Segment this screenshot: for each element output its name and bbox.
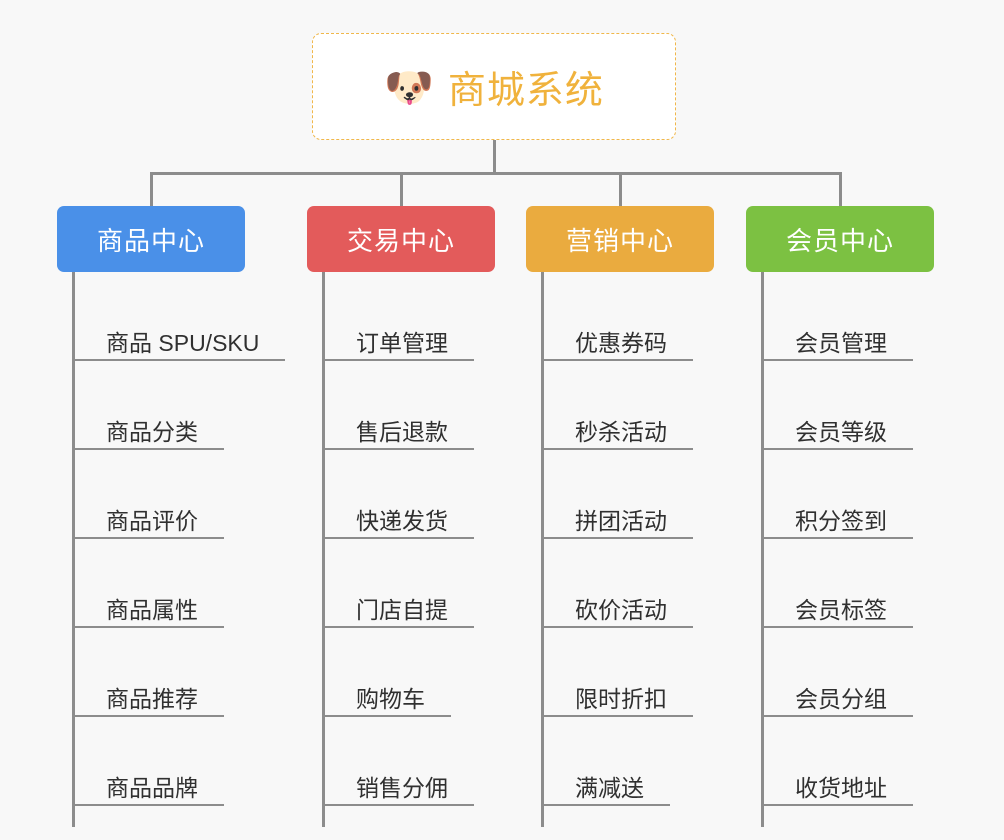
leaf-item-label: 门店自提 bbox=[356, 596, 448, 623]
category-box-member-center[interactable]: 会员中心 bbox=[746, 206, 934, 272]
leaf-item[interactable]: 优惠券码 bbox=[544, 272, 693, 361]
branch-column-trade-center: 交易中心订单管理售后退款快递发货门店自提购物车销售分佣 bbox=[307, 206, 495, 827]
root-stem-line bbox=[493, 140, 496, 175]
leaf-item-label: 秒杀活动 bbox=[575, 418, 667, 445]
leaf-item[interactable]: 购物车 bbox=[325, 628, 451, 717]
leaf-item[interactable]: 售后退款 bbox=[325, 361, 474, 450]
leaf-item[interactable]: 商品属性 bbox=[75, 539, 224, 628]
leaf-item[interactable]: 商品分类 bbox=[75, 361, 224, 450]
leaf-list-member-center: 会员管理会员等级积分签到会员标签会员分组收货地址 bbox=[761, 272, 934, 827]
branch-column-marketing-center: 营销中心优惠券码秒杀活动拼团活动砍价活动限时折扣满减送 bbox=[526, 206, 714, 827]
leaf-item[interactable]: 砍价活动 bbox=[544, 539, 693, 628]
branch-drop-line-member-center bbox=[839, 172, 842, 206]
leaf-item-label: 满减送 bbox=[575, 774, 644, 801]
category-box-product-center[interactable]: 商品中心 bbox=[57, 206, 245, 272]
leaf-item-label: 会员标签 bbox=[795, 596, 887, 623]
leaf-item-label: 收货地址 bbox=[795, 774, 887, 801]
leaf-item-label: 限时折扣 bbox=[575, 685, 667, 712]
leaf-item[interactable]: 门店自提 bbox=[325, 539, 474, 628]
leaf-item-label: 商品评价 bbox=[106, 507, 198, 534]
leaf-item-label: 售后退款 bbox=[356, 418, 448, 445]
leaf-item-label: 商品分类 bbox=[106, 418, 198, 445]
category-label: 会员中心 bbox=[785, 225, 894, 256]
branch-drop-line-trade-center bbox=[400, 172, 403, 206]
leaf-list-trade-center: 订单管理售后退款快递发货门店自提购物车销售分佣 bbox=[322, 272, 495, 827]
leaf-item-label: 拼团活动 bbox=[575, 507, 667, 534]
leaf-item[interactable]: 快递发货 bbox=[325, 450, 474, 539]
category-box-trade-center[interactable]: 交易中心 bbox=[307, 206, 495, 272]
leaf-item[interactable]: 会员分组 bbox=[764, 628, 913, 717]
branch-drop-line-marketing-center bbox=[619, 172, 622, 206]
leaf-item-label: 商品推荐 bbox=[106, 685, 198, 712]
leaf-item[interactable]: 销售分佣 bbox=[325, 717, 474, 806]
category-label: 营销中心 bbox=[565, 225, 674, 256]
leaf-list-product-center: 商品 SPU/SKU 商品分类商品评价商品属性商品推荐商品品牌 bbox=[72, 272, 285, 827]
leaf-item-label: 会员等级 bbox=[795, 418, 887, 445]
leaf-item[interactable]: 会员等级 bbox=[764, 361, 913, 450]
leaf-item-label: 积分签到 bbox=[795, 507, 887, 534]
leaf-item[interactable]: 订单管理 bbox=[325, 272, 474, 361]
category-label: 交易中心 bbox=[346, 225, 455, 256]
leaf-item[interactable]: 商品评价 bbox=[75, 450, 224, 539]
branch-drop-line-product-center bbox=[150, 172, 153, 206]
leaf-item-label: 商品属性 bbox=[106, 596, 198, 623]
leaf-item-label: 砍价活动 bbox=[575, 596, 667, 623]
leaf-item-label: 商品品牌 bbox=[106, 774, 198, 801]
leaf-item-label: 优惠券码 bbox=[575, 329, 667, 356]
leaf-item[interactable]: 会员标签 bbox=[764, 539, 913, 628]
dog-face-icon: 🐶 bbox=[384, 65, 434, 110]
leaf-item[interactable]: 商品 SPU/SKU bbox=[75, 272, 285, 361]
leaf-item-label: 快递发货 bbox=[356, 507, 448, 534]
leaf-item-label: 购物车 bbox=[356, 685, 425, 712]
leaf-item-label: 订单管理 bbox=[356, 329, 448, 356]
leaf-item[interactable]: 拼团活动 bbox=[544, 450, 693, 539]
leaf-item[interactable]: 限时折扣 bbox=[544, 628, 693, 717]
category-label: 商品中心 bbox=[96, 225, 205, 256]
branch-column-product-center: 商品中心商品 SPU/SKU 商品分类商品评价商品属性商品推荐商品品牌 bbox=[57, 206, 285, 827]
leaf-item[interactable]: 积分签到 bbox=[764, 450, 913, 539]
leaf-item-label: 商品 SPU/SKU bbox=[106, 329, 260, 356]
category-box-marketing-center[interactable]: 营销中心 bbox=[526, 206, 714, 272]
leaf-item-label: 销售分佣 bbox=[356, 774, 448, 801]
leaf-item[interactable]: 收货地址 bbox=[764, 717, 913, 806]
root-node[interactable]: 🐶 商城系统 bbox=[312, 33, 676, 140]
leaf-item[interactable]: 商品品牌 bbox=[75, 717, 224, 806]
leaf-item[interactable]: 商品推荐 bbox=[75, 628, 224, 717]
root-title: 商城系统 bbox=[447, 70, 604, 112]
branch-column-member-center: 会员中心会员管理会员等级积分签到会员标签会员分组收货地址 bbox=[746, 206, 934, 827]
leaf-item[interactable]: 秒杀活动 bbox=[544, 361, 693, 450]
leaf-list-marketing-center: 优惠券码秒杀活动拼团活动砍价活动限时折扣满减送 bbox=[541, 272, 714, 827]
leaf-item[interactable]: 满减送 bbox=[544, 717, 670, 806]
leaf-item[interactable]: 会员管理 bbox=[764, 272, 913, 361]
leaf-item-label: 会员管理 bbox=[795, 329, 887, 356]
horizontal-bus-line bbox=[150, 172, 842, 175]
leaf-item-label: 会员分组 bbox=[795, 685, 887, 712]
